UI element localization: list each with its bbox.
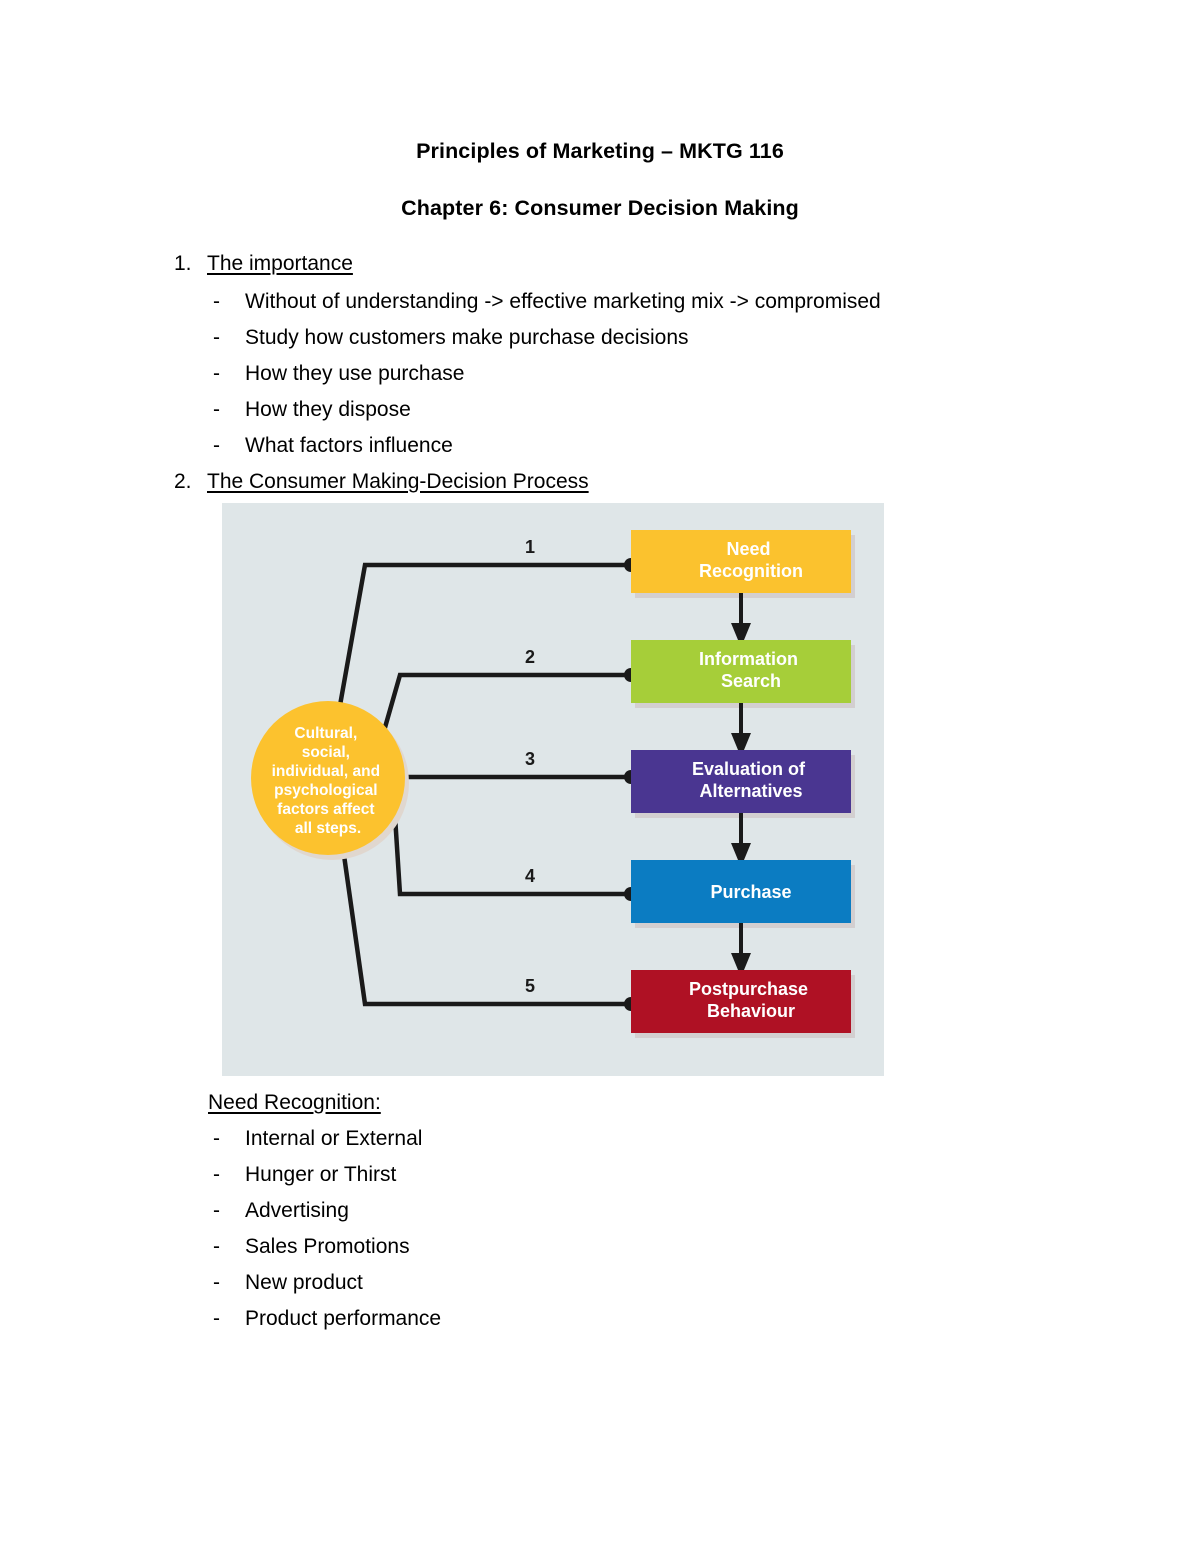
step-2-line-0: Information (699, 649, 798, 669)
list-item: - Internal or External (208, 1121, 1008, 1157)
step-2-line-1: Search (721, 671, 781, 691)
list-item: - What factors influence (174, 428, 1074, 464)
step-number-4: 4 (525, 866, 535, 886)
bullet-dash: - (213, 1307, 220, 1330)
flow-arrows (731, 592, 751, 978)
need-recognition-list: - Internal or External - Hunger or Thirs… (208, 1121, 1008, 1337)
bullet-dash: - (213, 290, 220, 313)
list-item: - Hunger or Thirst (208, 1157, 1008, 1193)
bullet-dash: - (213, 434, 220, 457)
list-item: - How they dispose (174, 392, 1074, 428)
step-5-line-1: Behaviour (707, 1001, 795, 1021)
arrow-head-4-5 (731, 953, 751, 978)
list-item-text: Without of understanding -> effective ma… (245, 290, 881, 313)
connector-4 (392, 815, 631, 897)
step-number-1: 1 (525, 537, 535, 557)
list-item: - How they use purchase (174, 356, 1074, 392)
list-item-text: Hunger or Thirst (245, 1163, 397, 1186)
outline-item-2: 2. The Consumer Making-Decision Process (174, 464, 1074, 500)
step-box-4-label: Purchase (710, 882, 791, 902)
circle-line-3: psychological (274, 782, 377, 799)
step-4-line-0: Purchase (710, 882, 791, 902)
list-item: - Advertising (208, 1193, 1008, 1229)
step-5-line-0: Postpurchase (689, 979, 808, 999)
step-box-2-label: Information Search (699, 649, 803, 691)
document-subtitle: Chapter 6: Consumer Decision Making (401, 196, 799, 220)
arrow-head-1-2 (731, 623, 751, 648)
step-box-4[interactable] (631, 860, 851, 923)
step-box-2[interactable] (631, 640, 851, 703)
bullet-dash: - (213, 1163, 220, 1186)
step-box-5[interactable] (631, 970, 851, 1033)
step-1-line-1: Recognition (699, 561, 803, 581)
outline-number-2: 2. (174, 470, 192, 493)
outline-sublist-1: - Without of understanding -> effective … (174, 284, 1074, 464)
outline-item-1: 1. The importance (174, 246, 1074, 282)
connector-1 (336, 562, 631, 712)
circle-line-1: social, (302, 744, 350, 761)
bullet-dash: - (213, 326, 220, 349)
list-item-text: What factors influence (245, 434, 453, 457)
need-recognition-heading: Need Recognition: (208, 1091, 381, 1114)
connector-5 (339, 840, 631, 1007)
consumer-decision-process-diagram: Cultural, social, individual, and psycho… (222, 503, 884, 1076)
step-box-1-label: Need Recognition (699, 539, 803, 581)
list-item-text: Study how customers make purchase decisi… (245, 326, 689, 349)
circle-line-0: Cultural, (294, 725, 357, 742)
circle-line-5: all steps. (295, 820, 361, 837)
step-number-5: 5 (525, 976, 535, 996)
arrow-head-2-3 (731, 733, 751, 758)
list-item: - Study how customers make purchase deci… (174, 320, 1074, 356)
circle-line-4: factors affect (277, 801, 374, 818)
need-recognition-section: Need Recognition: - Internal or External… (208, 1085, 1008, 1337)
bullet-dash: - (213, 1199, 220, 1222)
need-recognition-heading-row: Need Recognition: (208, 1085, 1008, 1121)
list-item-text: Internal or External (245, 1127, 423, 1150)
bullet-dash: - (213, 362, 220, 385)
list-item-text: New product (245, 1271, 363, 1294)
step-3-line-0: Evaluation of (692, 759, 806, 779)
list-item: - Sales Promotions (208, 1229, 1008, 1265)
list-item-text: Sales Promotions (245, 1235, 410, 1258)
influence-connectors (336, 562, 631, 1007)
bullet-dash: - (213, 1271, 220, 1294)
list-item-text: How they dispose (245, 398, 411, 421)
arrow-head-3-4 (731, 843, 751, 868)
list-item: - New product (208, 1265, 1008, 1301)
influence-circle (251, 701, 405, 855)
step-1-line-0: Need (726, 539, 770, 559)
connector-2 (377, 672, 631, 746)
document-title: Principles of Marketing – MKTG 116 (416, 139, 784, 163)
outline-list: 1. The importance - Without of understan… (174, 246, 1074, 502)
step-box-5-label: Postpurchase Behaviour (689, 979, 813, 1021)
outline-number-1: 1. (174, 252, 192, 275)
step-number-3: 3 (525, 749, 535, 769)
step-box-3-label: Evaluation of Alternatives (692, 759, 810, 801)
outline-heading-1: The importance (207, 252, 353, 275)
list-item-text: Product performance (245, 1307, 442, 1330)
list-item: - Without of understanding -> effective … (174, 284, 1074, 320)
bullet-dash: - (213, 1127, 220, 1150)
bullet-dash: - (213, 1235, 220, 1258)
circle-line-2: individual, and (272, 763, 381, 780)
step-box-3[interactable] (631, 750, 851, 813)
step-number-2: 2 (525, 647, 535, 667)
influence-circle-label: Cultural, social, individual, and psycho… (272, 725, 385, 837)
step-3-line-1: Alternatives (699, 781, 802, 801)
list-item-text: How they use purchase (245, 362, 465, 385)
outline-heading-2: The Consumer Making-Decision Process (207, 470, 589, 493)
step-box-1[interactable] (631, 530, 851, 593)
bullet-dash: - (213, 398, 220, 421)
list-item-text: Advertising (245, 1199, 349, 1222)
list-item: - Product performance (208, 1301, 1008, 1337)
